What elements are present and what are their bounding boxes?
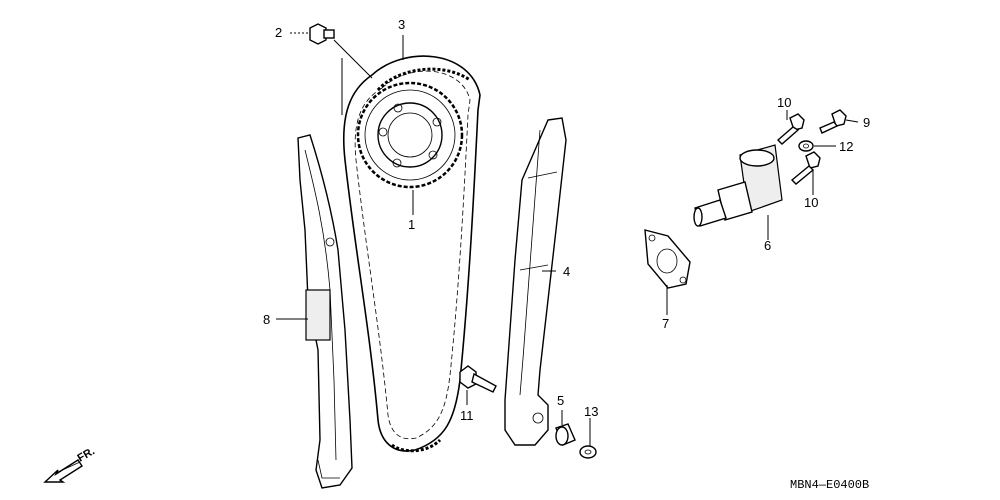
- callout-5: 5: [557, 393, 564, 408]
- diagram-code: MBN4—E0400B: [790, 478, 869, 492]
- cam-chain-guide: [504, 117, 567, 446]
- callout-6: 6: [764, 238, 771, 253]
- cam-chain: [342, 55, 481, 453]
- bolt-10-upper: [776, 113, 805, 145]
- front-direction-arrow: FR.: [43, 445, 97, 483]
- washer-13: [579, 445, 597, 459]
- callout-10-upper: 10: [777, 95, 791, 110]
- tensioner-gasket: [644, 229, 691, 289]
- callout-13: 13: [584, 404, 598, 419]
- callout-4: 4: [563, 264, 570, 279]
- cam-chain-tensioner-lifter: [693, 144, 783, 227]
- flange-bolt-2: [309, 23, 335, 45]
- collar-5: [555, 423, 576, 446]
- callout-9: 9: [863, 115, 870, 130]
- callout-12: 12: [839, 139, 853, 154]
- cam-chain-tensioner-arm: [297, 134, 353, 489]
- bolt-10-lower: [790, 151, 821, 185]
- pivot-bolt-11: [459, 365, 497, 393]
- callout-7: 7: [662, 316, 669, 331]
- callout-1: 1: [408, 217, 415, 232]
- front-direction-label: FR.: [76, 445, 97, 464]
- callout-10-lower: 10: [804, 195, 818, 210]
- washer-12: [798, 140, 814, 152]
- leader-lines: [276, 32, 859, 446]
- callout-11: 11: [460, 408, 474, 423]
- callout-8: 8: [263, 312, 270, 327]
- cam-sprocket: [356, 81, 464, 189]
- bolt-9: [819, 109, 847, 134]
- callout-2: 2: [275, 25, 282, 40]
- callout-3: 3: [398, 17, 405, 32]
